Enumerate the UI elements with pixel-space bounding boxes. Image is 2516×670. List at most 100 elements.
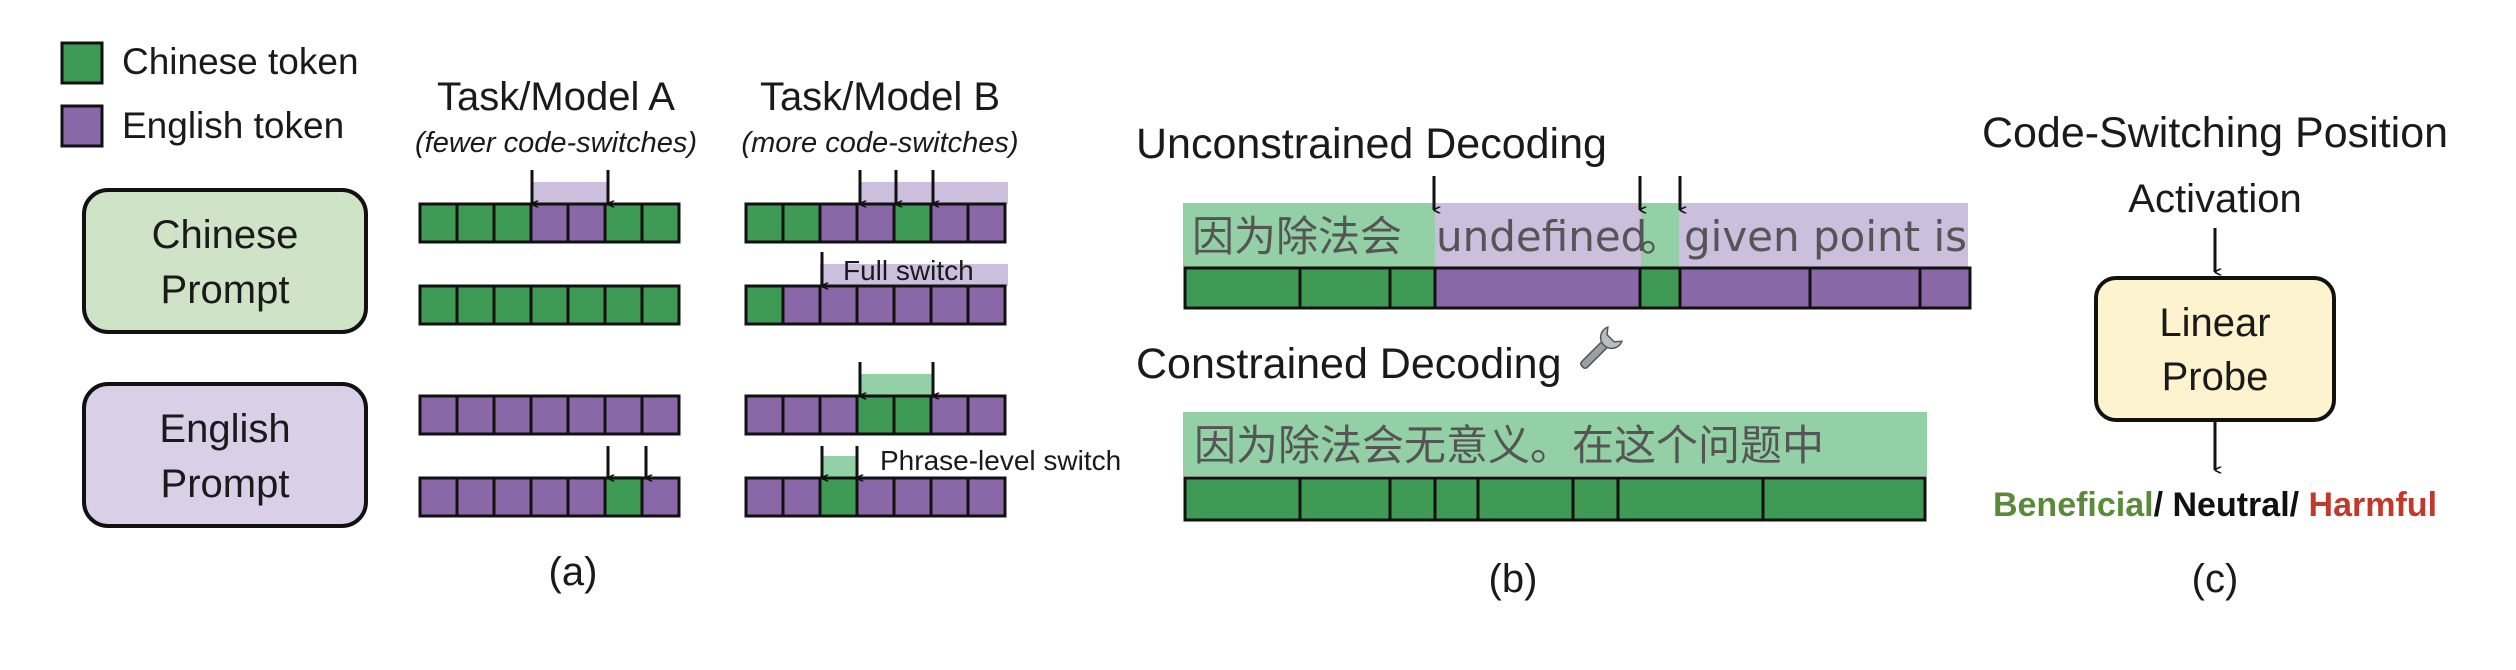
token-b-row1-7 xyxy=(966,202,1007,244)
token-a-row2-2 xyxy=(455,284,496,326)
con-sentence-text: 因为除法会无意义。在这个问题中 xyxy=(1194,421,1824,470)
harmful-label: Harmful xyxy=(2309,486,2437,524)
model-b-subtitle: (more code-switches) xyxy=(741,127,1018,159)
token-a-row2-4 xyxy=(529,284,570,326)
token-b-row1-3 xyxy=(818,202,859,244)
chinese-prompt-box xyxy=(82,188,368,334)
constrained-token-1 xyxy=(1183,476,1302,522)
english-prompt-label-line1: English xyxy=(159,407,290,451)
token-b-row3-6 xyxy=(929,394,970,436)
caption-b: (b) xyxy=(1489,557,1538,601)
token-b-row3-4 xyxy=(855,394,896,436)
panel-c: Code-Switching Position Activation Linea… xyxy=(1982,109,2448,601)
unconstrained-token-4 xyxy=(1433,266,1642,310)
wrench-icon xyxy=(1580,325,1624,369)
unc-highlight-tail xyxy=(1679,203,1968,267)
unconstrained-token-1 xyxy=(1183,266,1302,310)
english-prompt-label-line2: Prompt xyxy=(161,462,290,506)
token-a-row3-4 xyxy=(529,394,570,436)
token-a-row3-2 xyxy=(455,394,496,436)
token-a-row4-6 xyxy=(603,476,644,518)
token-b-row3-2 xyxy=(781,394,822,436)
token-a-row2-1 xyxy=(418,284,459,326)
unconstrained-title: Unconstrained Decoding xyxy=(1136,120,1607,168)
token-a-row3-5 xyxy=(566,394,607,436)
token-a-row1-7 xyxy=(640,202,681,244)
token-a-row1-3 xyxy=(492,202,533,244)
unconstrained-token-3 xyxy=(1388,266,1437,310)
token-b-row3-1 xyxy=(744,394,785,436)
token-a-row1-1 xyxy=(418,202,459,244)
unc-punct-text: 。 xyxy=(1640,212,1682,261)
panel-a: Task/Model A (fewer code-switches) Task/… xyxy=(82,75,1121,594)
token-b-row4-2 xyxy=(781,476,822,518)
token-b-row2-5 xyxy=(892,284,933,326)
outcome-labels: Beneficial/ Neutral/ Harmful xyxy=(1993,486,2437,524)
unc-cjk-text: 因为除法会 xyxy=(1192,212,1402,261)
token-a-row2-7 xyxy=(640,284,681,326)
token-a-row4-3 xyxy=(492,476,533,518)
token-b-row4-1 xyxy=(744,476,785,518)
legend-chinese-label: Chinese token xyxy=(122,41,359,82)
highlight-b-row4 xyxy=(822,456,857,478)
constrained-title: Constrained Decoding xyxy=(1136,340,1562,388)
token-b-row2-2 xyxy=(781,284,822,326)
unc-en-text: undefined xyxy=(1436,212,1647,261)
caption-c: (c) xyxy=(2192,557,2239,601)
token-b-row1-2 xyxy=(781,202,822,244)
token-b-row2-6 xyxy=(929,284,970,326)
token-a-row3-7 xyxy=(640,394,681,436)
token-b-row4-7 xyxy=(966,476,1007,518)
token-b-row1-5 xyxy=(892,202,933,244)
constrained-token-4 xyxy=(1433,476,1480,522)
unconstrained-token-7 xyxy=(1808,266,1922,310)
token-a-row2-3 xyxy=(492,284,533,326)
token-a-row4-2 xyxy=(455,476,496,518)
full-switch-label: Full switch xyxy=(843,255,974,286)
token-b-row3-7 xyxy=(966,394,1007,436)
neutral-label: Neutral xyxy=(2173,486,2290,524)
token-b-row2-7 xyxy=(966,284,1007,326)
token-a-row2-5 xyxy=(566,284,607,326)
legend: Chinese token English token xyxy=(60,41,359,148)
constrained-token-3 xyxy=(1388,476,1437,522)
token-a-row1-6 xyxy=(603,202,644,244)
token-a-row3-6 xyxy=(603,394,644,436)
token-b-row2-1 xyxy=(744,284,785,326)
token-b-row4-6 xyxy=(929,476,970,518)
token-b-row4-3 xyxy=(818,476,859,518)
constrained-token-7 xyxy=(1616,476,1765,522)
token-b-row1-1 xyxy=(744,202,785,244)
token-b-row1-6 xyxy=(929,202,970,244)
chinese-prompt-label-line2: Prompt xyxy=(161,268,290,312)
token-b-row1-4 xyxy=(855,202,896,244)
token-a-row1-5 xyxy=(566,202,607,244)
english-prompt-box xyxy=(82,382,368,528)
con-highlight xyxy=(1183,412,1927,476)
unconstrained-token-strip xyxy=(1183,266,1972,310)
constrained-token-8 xyxy=(1761,476,1927,522)
unc-highlight-en xyxy=(1435,203,1641,267)
token-b-row3-3 xyxy=(818,394,859,436)
activation-label: Activation xyxy=(2128,177,2301,221)
token-a-row4-7 xyxy=(640,476,681,518)
unc-highlight-cjk xyxy=(1183,203,1435,267)
code-switching-position-title: Code-Switching Position xyxy=(1982,109,2448,157)
unconstrained-token-2 xyxy=(1298,266,1392,310)
token-a-row4-5 xyxy=(566,476,607,518)
token-b-row4-4 xyxy=(855,476,896,518)
token-a-row3-3 xyxy=(492,394,533,436)
highlight-b-row3 xyxy=(860,374,933,396)
unc-highlight-punct xyxy=(1641,203,1679,267)
caption-a: (a) xyxy=(549,550,598,594)
highlight-a-row1 xyxy=(532,182,608,204)
token-a-row3-1 xyxy=(418,394,459,436)
unconstrained-token-8 xyxy=(1918,266,1972,310)
constrained-token-strip xyxy=(1183,476,1927,522)
panel-b: Unconstrained Decoding 因为除法会 undefined 。… xyxy=(1136,120,1972,601)
panel-a-arrows xyxy=(530,170,933,478)
constrained-token-2 xyxy=(1298,476,1392,522)
phrase-switch-label: Phrase-level switch xyxy=(880,445,1121,476)
probe-label-line1: Linear xyxy=(2159,301,2270,345)
